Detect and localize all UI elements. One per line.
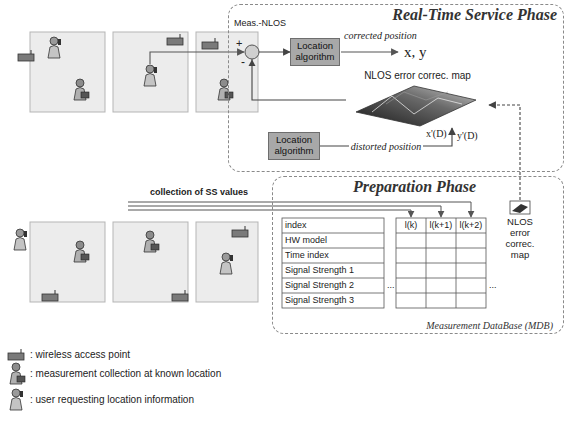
access-point-icon: [202, 38, 218, 49]
legend-user-icon: [10, 389, 23, 410]
table-cell: HW model: [285, 235, 327, 245]
legend-text: : wireless access point: [30, 349, 130, 360]
output-label: corrected position: [344, 30, 417, 42]
legend-surveyor-icon: [10, 363, 25, 384]
table-cell: l(k+2): [460, 220, 483, 230]
connector: [489, 105, 520, 200]
access-point-icon: [167, 34, 183, 45]
map-title: NLOS error correc. map: [346, 70, 489, 82]
map-icon: NLOS error correc. map: [500, 200, 540, 261]
sign-label: +: [236, 37, 242, 50]
output-arrow: [341, 51, 398, 52]
input-label: Meas.-NLOS: [234, 18, 286, 28]
room: [113, 32, 188, 112]
table-cell: l(k+1): [430, 220, 453, 230]
surveyor-icon: [74, 79, 89, 100]
table-cell: Time index: [285, 250, 329, 260]
surveyor-icon: [74, 241, 89, 262]
legend-text: : user requesting location information: [30, 394, 194, 405]
surface-ridge: [386, 92, 448, 104]
table-cell: Signal Strength 1: [285, 265, 354, 275]
database-caption: Measurement DataBase (MDB): [426, 320, 553, 331]
legend-entry: : user requesting location information: [30, 394, 194, 406]
ellipsis: ...: [489, 280, 497, 290]
user-icon: [220, 253, 233, 274]
room: [30, 32, 105, 112]
room: [113, 222, 188, 302]
phase-heading: Preparation Phase: [353, 178, 476, 196]
table-grid: [282, 218, 486, 308]
legend-entry: : wireless access point: [30, 349, 130, 361]
error-surface: [356, 86, 476, 126]
map-thumbnail: [510, 201, 530, 214]
flow-label: collection of SS values: [150, 187, 248, 197]
process-box: Location algorithm: [290, 38, 340, 66]
legend-text: : measurement collection at known locati…: [30, 368, 221, 379]
room: [196, 222, 258, 302]
user-icon: [48, 37, 61, 58]
access-point-icon: [172, 290, 188, 301]
collection-line: [128, 206, 441, 217]
error-map: NLOS error correc. map: [346, 70, 489, 128]
surface-ridge: [372, 96, 462, 114]
surveyor-icon: [218, 79, 233, 100]
summing-junction: [245, 45, 259, 59]
user-icon: [14, 229, 27, 250]
connector-label: distorted position: [349, 141, 423, 152]
table-cell: Signal Strength 3: [285, 295, 354, 305]
surveyor-icon: [144, 231, 159, 252]
signal-label: y'(D): [457, 130, 478, 142]
measurement-line: [150, 52, 244, 64]
table-cell: Signal Strength 2: [285, 280, 354, 290]
access-point-icon: [42, 290, 58, 301]
process-label: Location algorithm: [293, 41, 337, 63]
process-label: Location algorithm: [271, 135, 317, 157]
output-value: x, y: [404, 44, 427, 61]
sign-label: -: [241, 56, 245, 70]
signal-label: x'(D): [426, 128, 447, 140]
process-box: Location algorithm: [268, 132, 320, 160]
room: [196, 32, 258, 112]
collection-line: [128, 210, 411, 217]
table-cell: index: [285, 220, 307, 230]
legend-access-point-icon: [8, 349, 24, 360]
arrow-head: [249, 60, 256, 67]
ellipsis: ...: [387, 280, 395, 290]
room: [30, 222, 105, 302]
user-icon: [144, 65, 157, 86]
collection-line: [128, 202, 471, 217]
table-cell: l(k): [405, 220, 418, 230]
access-point-icon: [18, 50, 34, 61]
phase-heading: Real-Time Service Phase: [392, 6, 557, 24]
legend-entry: : measurement collection at known locati…: [30, 368, 221, 380]
access-point-icon: [232, 226, 248, 237]
map-caption: NLOS error correc. map: [500, 217, 540, 261]
map-thumbnail-surface: [512, 204, 528, 213]
